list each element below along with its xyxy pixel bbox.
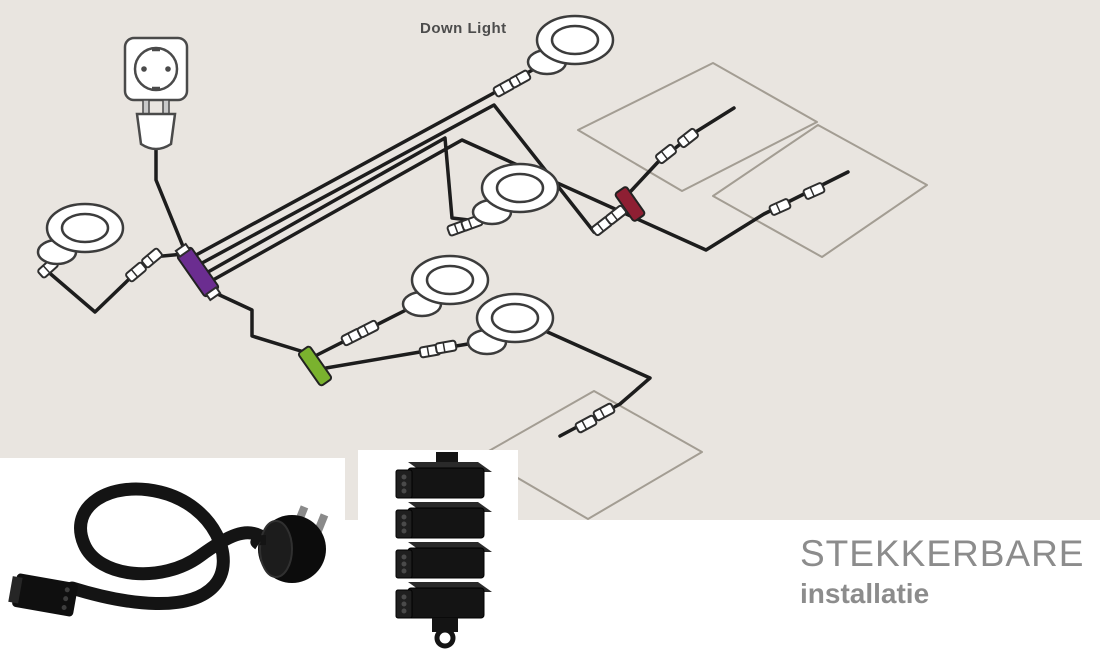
block-top-tab bbox=[436, 452, 458, 464]
down-light-3 bbox=[471, 162, 560, 226]
ceiling-panels bbox=[479, 62, 928, 520]
distributor-purple bbox=[174, 242, 222, 302]
power-cord-connector-end bbox=[8, 573, 78, 617]
cable-connector bbox=[574, 414, 598, 434]
cable-connector bbox=[592, 402, 616, 422]
cable-to-right-panel bbox=[211, 138, 850, 282]
wall-socket-icon bbox=[123, 36, 189, 102]
cable-connectors bbox=[37, 69, 826, 434]
cable-to-middle-light bbox=[206, 136, 479, 274]
cable-connector bbox=[356, 319, 380, 339]
ceiling-panel-2 bbox=[712, 124, 928, 258]
brand-block: STEKKERBARE installatie bbox=[800, 533, 1085, 609]
product-photo-power-cord bbox=[0, 458, 345, 650]
cable-connector bbox=[141, 247, 163, 269]
product-photo-distribution-block bbox=[358, 450, 518, 650]
block-socket-modules bbox=[395, 462, 492, 619]
cable-connector bbox=[125, 261, 147, 283]
cable-plug-to-purple-distributor bbox=[154, 146, 193, 268]
cable-to-top-light bbox=[194, 67, 536, 257]
cable-connector bbox=[768, 198, 792, 216]
distributor-purple-end-cap bbox=[174, 242, 192, 258]
cable-connector bbox=[508, 69, 532, 89]
block-bottom-tab bbox=[432, 618, 458, 632]
down-light-4 bbox=[401, 254, 490, 318]
schuko-plug-photo bbox=[250, 505, 329, 583]
cable-connector bbox=[605, 204, 627, 226]
brand-subtitle: installatie bbox=[800, 577, 930, 609]
ceiling-panel-1 bbox=[577, 62, 818, 192]
down-light-label: Down Light bbox=[420, 20, 507, 37]
distributor-green-body bbox=[297, 345, 333, 387]
power-cord-cable bbox=[65, 482, 273, 611]
down-light-1 bbox=[526, 14, 615, 76]
cable-red-to-left-panel bbox=[629, 106, 736, 193]
cable-connector bbox=[434, 339, 458, 355]
block-mounting-ring bbox=[434, 627, 456, 649]
cable-connector bbox=[802, 182, 826, 200]
distributor-green bbox=[297, 345, 333, 387]
distributor-purple-end-cap bbox=[204, 286, 222, 302]
cable-connector bbox=[655, 143, 677, 165]
cable-connector bbox=[677, 127, 699, 149]
mains-plug-icon bbox=[135, 99, 177, 151]
ceiling-panel-3 bbox=[479, 390, 703, 520]
down-light-5 bbox=[466, 292, 555, 356]
down-light-2 bbox=[36, 202, 125, 266]
brand-title: STEKKERBARE bbox=[800, 533, 1085, 574]
cable-purple-to-green-distributor bbox=[209, 289, 306, 354]
